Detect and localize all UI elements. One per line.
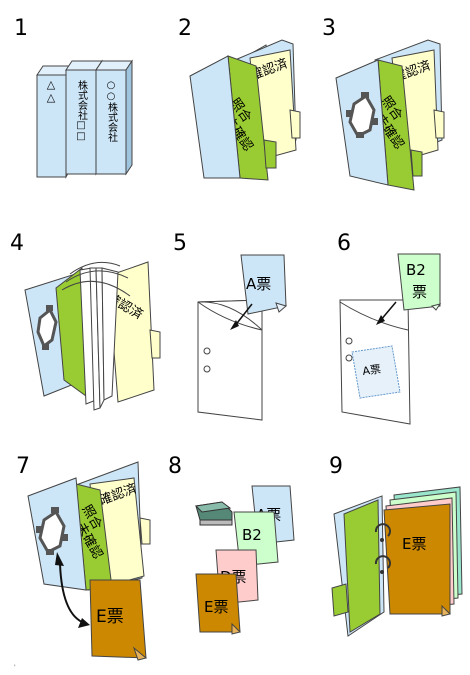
step-number-4: 4 — [10, 231, 24, 256]
step-number-1: 1 — [14, 16, 28, 41]
binder-spine-label-right: ○○株式会社 — [106, 80, 118, 143]
step-4-file-pages: 確認済 — [24, 261, 161, 411]
ticket-b2 — [397, 253, 441, 311]
binder-green-divider-step9 — [343, 499, 381, 633]
ring-mechanism-icon-step7 — [36, 507, 68, 555]
ticket-e-label: E票 — [96, 607, 124, 627]
ticket-b2-line1: B2 — [406, 261, 426, 279]
divider-tab-green — [263, 139, 277, 169]
ticket-a-inside-label: A票 — [362, 363, 382, 378]
step-number-7: 7 — [16, 454, 30, 479]
ticket-b2-step8-label: B2 — [242, 526, 262, 544]
binder-spine-label-middle: 株式会社□□ — [76, 79, 88, 142]
step-7-folder-ticket-e: 確認済 照合 未確認 E票 — [27, 461, 151, 661]
step-number-2: 2 — [178, 16, 192, 41]
step-number-3: 3 — [322, 16, 336, 41]
binder-rings-icon — [374, 523, 391, 574]
ticket-e-step8-label: E票 — [204, 598, 228, 616]
step-2-open-folder: 確認済 照合 未確認 — [189, 39, 301, 181]
ticket-e-filed-label: E票 — [402, 535, 426, 553]
ticket-a-label: A票 — [246, 275, 271, 293]
step-9-filed-binder: E票 — [331, 486, 463, 637]
ring-mechanism-icon-step4 — [36, 305, 58, 350]
step-6-pocket-ticket-b2: A票 B2 票 — [339, 253, 442, 425]
step-number-6: 6 — [337, 231, 351, 256]
binder-spine-label-left: △△ — [45, 78, 58, 104]
ticket-a-inside-pocket — [351, 345, 401, 399]
step-number-9: 9 — [329, 454, 343, 479]
step-3-folder-rings: 確認済 照合 未確認 — [335, 39, 445, 191]
ring-mechanism-icon — [346, 92, 378, 138]
ticket-b2-line2: 票 — [412, 283, 427, 301]
double-arrow — [59, 563, 83, 623]
binder-right: ○○株式会社 — [95, 59, 133, 176]
corner-mark: ' — [14, 664, 16, 671]
divider-tab-yellow — [289, 109, 301, 139]
step-1-binders: △△ 株式会社□□ ○○株式会社 — [36, 59, 133, 179]
step-number-8: 8 — [168, 454, 182, 479]
step-8-stapler-tickets: A票 B2 D票 E票 — [194, 485, 295, 635]
step-number-5: 5 — [173, 231, 187, 256]
step-5-pocket-ticket-a: A票 — [197, 254, 288, 421]
ticket-e-filed — [383, 503, 451, 615]
stapler-icon — [194, 501, 233, 526]
folder-front-cover — [189, 55, 241, 179]
